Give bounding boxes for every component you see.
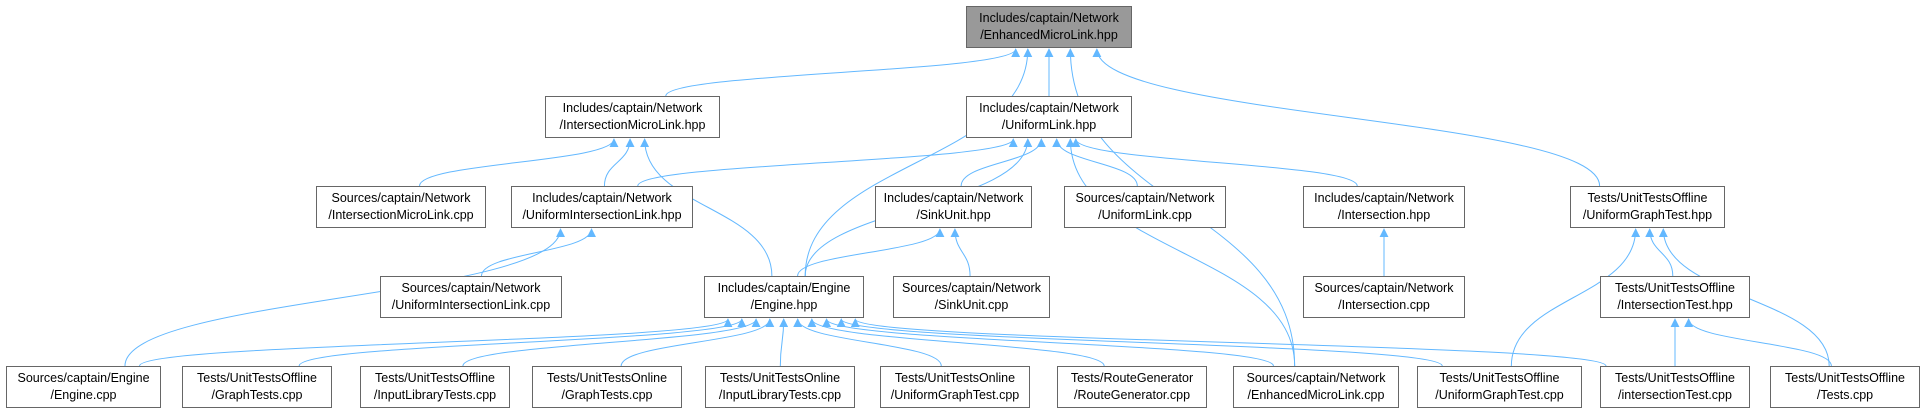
node-enhanced-micro-link-hpp: Includes/captain/Network /EnhancedMicroL… xyxy=(966,6,1132,48)
edge-suc-to-suh xyxy=(950,228,971,277)
node-enhanced-micro-link-cpp[interactable]: Sources/captain/Network /EnhancedMicroLi… xyxy=(1233,366,1399,408)
edge-itc-to-eh xyxy=(851,318,1607,367)
edge-iltc-to-eh xyxy=(462,318,761,367)
edge-ugtc-to-ugth xyxy=(1510,228,1641,367)
node-uniform-link-hpp[interactable]: Includes/captain/Network /UniformLink.hp… xyxy=(966,96,1132,138)
node-offline-intersection-test-cpp[interactable]: Tests/UnitTestsOffline /intersectionTest… xyxy=(1600,366,1750,408)
edge-ith-to-ugth xyxy=(1645,228,1674,277)
node-uniform-graph-test-hpp[interactable]: Tests/UnitTestsOffline /UniformGraphTest… xyxy=(1570,186,1725,228)
node-intersection-cpp[interactable]: Sources/captain/Network /Intersection.cp… xyxy=(1303,276,1465,318)
edge-emlc-to-eh xyxy=(822,318,1274,367)
node-offline-tests-cpp[interactable]: Tests/UnitTestsOffline /Tests.cpp xyxy=(1770,366,1920,408)
node-sink-unit-cpp[interactable]: Sources/captain/Network /SinkUnit.cpp xyxy=(893,276,1050,318)
node-online-uniform-graph-test-cpp[interactable]: Tests/UnitTestsOnline /UniformGraphTest.… xyxy=(880,366,1030,408)
node-intersection-hpp[interactable]: Includes/captain/Network /Intersection.h… xyxy=(1303,186,1465,228)
edge-uilh-to-ulh xyxy=(637,138,1018,187)
node-engine-cpp[interactable]: Sources/captain/Engine /Engine.cpp xyxy=(6,366,161,408)
edge-ugtc-to-eh xyxy=(836,318,1443,367)
node-intersection-micro-link-hpp[interactable]: Includes/captain/Network /IntersectionMi… xyxy=(545,96,720,138)
node-route-generator-cpp[interactable]: Tests/RouteGenerator /RouteGenerator.cpp xyxy=(1057,366,1207,408)
edge-suh-to-ulh xyxy=(960,138,1046,187)
node-online-input-library-tests-cpp[interactable]: Tests/UnitTestsOnline /InputLibraryTests… xyxy=(705,366,855,408)
edge-tc-to-ith xyxy=(1684,318,1832,367)
edge-ulc-to-ulh xyxy=(1052,138,1138,187)
node-uniform-link-cpp[interactable]: Sources/captain/Network /UniformLink.cpp xyxy=(1064,186,1226,228)
edge-ec-to-eh xyxy=(139,318,733,367)
edge-imlc-to-imlh xyxy=(419,138,619,187)
node-intersection-micro-link-cpp[interactable]: Sources/captain/Network /IntersectionMic… xyxy=(316,186,486,228)
edge-eh-to-imlh xyxy=(640,138,773,277)
edge-imlh-to-root xyxy=(665,48,1021,97)
edge-ugth-to-root xyxy=(1092,48,1601,187)
node-online-graph-tests-cpp[interactable]: Tests/UnitTestsOnline /GraphTests.cpp xyxy=(532,366,682,408)
node-uniform-intersection-link-hpp[interactable]: Includes/captain/Network /UniformInterse… xyxy=(511,186,693,228)
edge-oiltc-to-eh xyxy=(779,318,789,367)
edge-eh-to-suh xyxy=(797,228,945,277)
edge-uilh-to-imlh xyxy=(603,138,635,187)
edge-gtc-to-eh xyxy=(298,318,747,367)
edge-uilc-to-uilh xyxy=(480,228,596,277)
node-uniform-intersection-link-cpp[interactable]: Sources/captain/Network /UniformIntersec… xyxy=(380,276,562,318)
node-sink-unit-hpp[interactable]: Includes/captain/Network /SinkUnit.hpp xyxy=(875,186,1032,228)
node-offline-uniform-graph-test-cpp[interactable]: Tests/UnitTestsOffline /UniformGraphTest… xyxy=(1417,366,1582,408)
edge-ogtc-to-eh xyxy=(620,318,775,367)
edge-ih-to-ulh xyxy=(1071,138,1358,187)
edge-ougtc-to-eh xyxy=(793,318,942,367)
node-engine-hpp[interactable]: Includes/captain/Engine /Engine.hpp xyxy=(704,276,864,318)
edge-rgc-to-eh xyxy=(807,318,1105,367)
edge-ec-to-uilh xyxy=(124,228,565,367)
edge-eh-to-root xyxy=(804,48,1033,277)
node-intersection-test-hpp[interactable]: Tests/UnitTestsOffline /IntersectionTest… xyxy=(1600,276,1750,318)
node-offline-input-library-tests-cpp[interactable]: Tests/UnitTestsOffline /InputLibraryTest… xyxy=(360,366,510,408)
edge-emlc-to-ulh xyxy=(1065,138,1296,367)
node-offline-graph-tests-cpp[interactable]: Tests/UnitTestsOffline /GraphTests.cpp xyxy=(182,366,332,408)
